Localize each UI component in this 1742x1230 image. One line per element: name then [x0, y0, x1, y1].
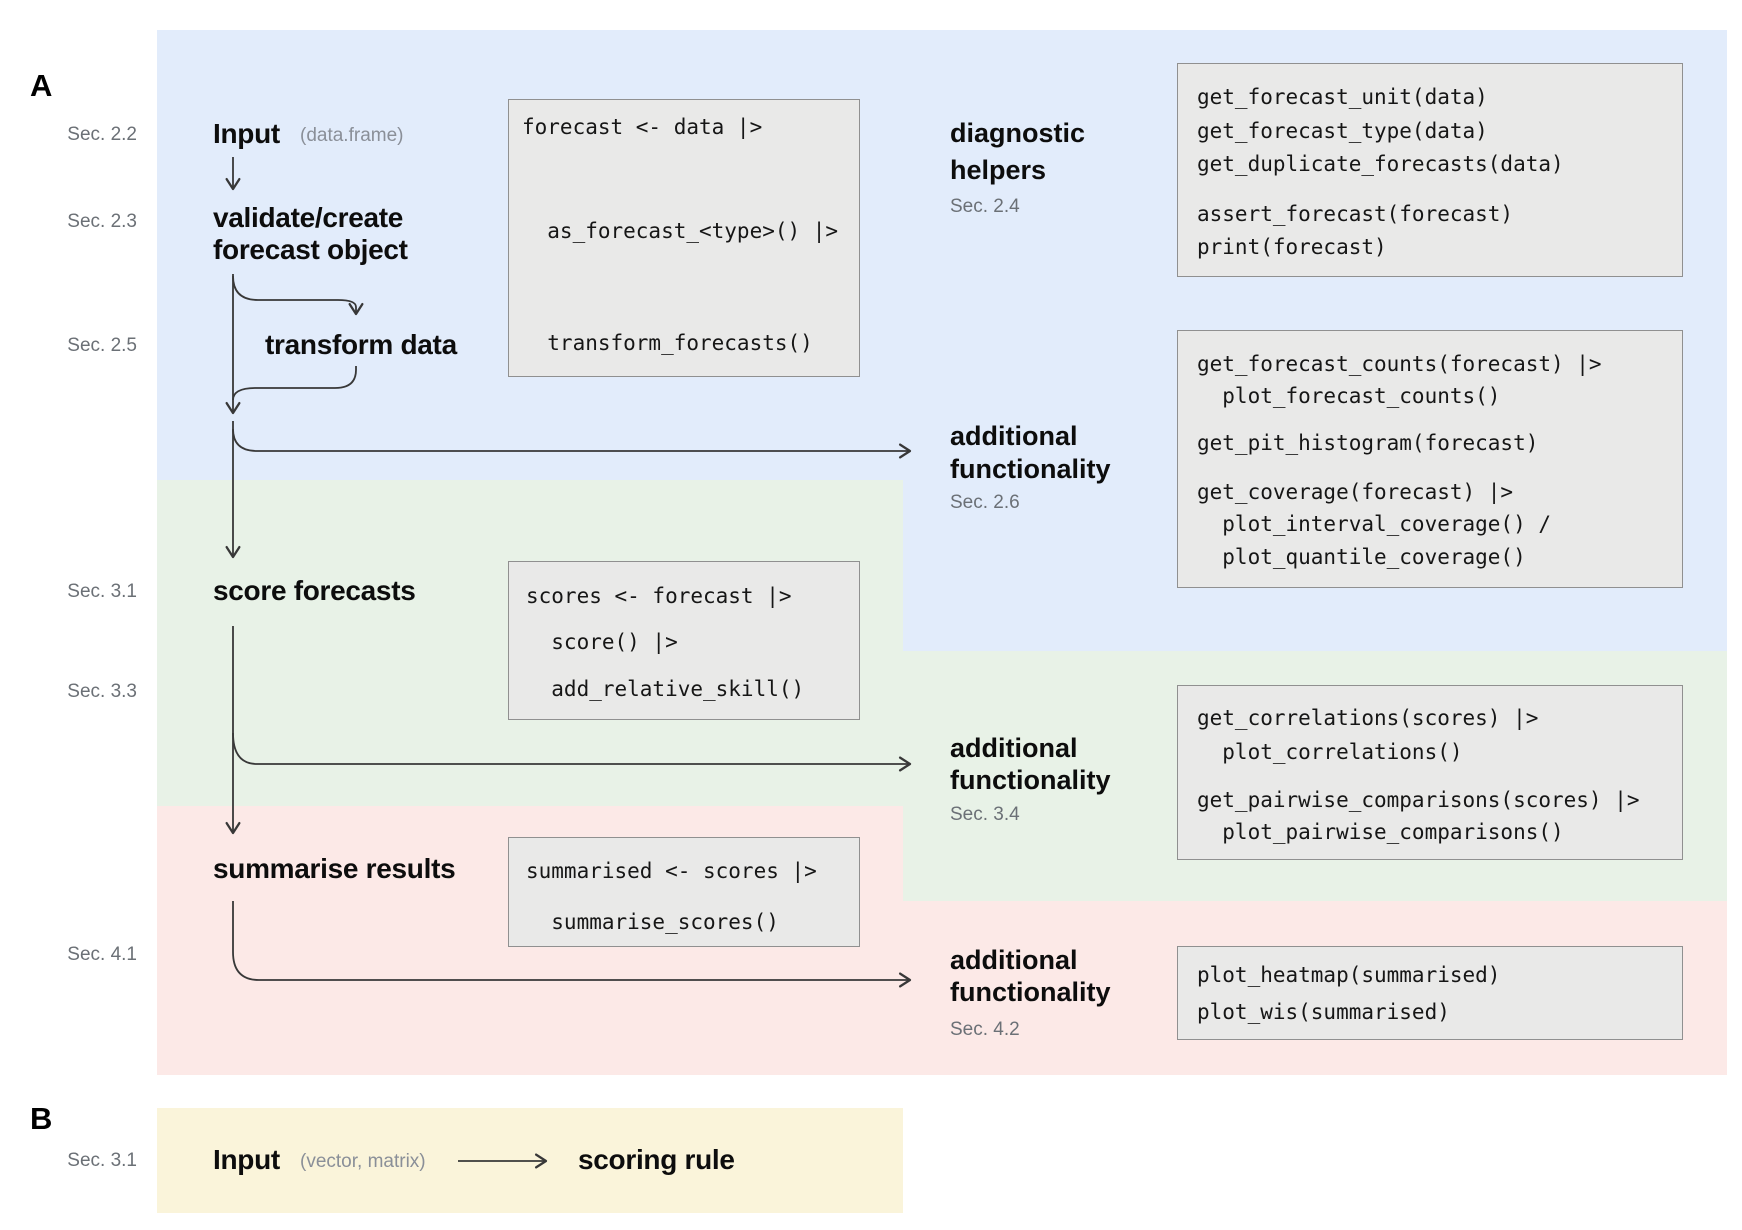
code-line: plot_interval_coverage() /: [1197, 512, 1552, 536]
flow-b-input: Input: [213, 1144, 280, 1175]
code-box-pipeline-validate: [508, 99, 860, 377]
section-label-3-4: Sec. 3.4: [950, 804, 1020, 825]
heading-additional-functionality-42-line1: additional: [950, 945, 1078, 975]
flow-step-transform: transform data: [265, 329, 457, 360]
code-line: forecast <- data |>: [522, 115, 763, 139]
code-line: get_forecast_unit(data): [1197, 85, 1488, 109]
flow-input-type: (data.frame): [300, 125, 404, 146]
flow-step-summarise: summarise results: [213, 853, 456, 884]
heading-diagnostic-helpers-line1: diagnostic: [950, 118, 1086, 148]
code-line: plot_forecast_counts(): [1197, 384, 1501, 408]
code-box-additional-26: [1177, 330, 1683, 588]
code-line: get_coverage(forecast) |>: [1197, 480, 1514, 504]
code-box-diagnostic-helpers: [1177, 63, 1683, 277]
code-line: get_forecast_type(data): [1197, 119, 1488, 143]
code-line: add_relative_skill(): [526, 677, 805, 701]
code-line: scores <- forecast |>: [526, 584, 792, 608]
code-line: get_duplicate_forecasts(data): [1197, 152, 1564, 176]
code-line: assert_forecast(forecast): [1197, 202, 1514, 226]
code-line: print(forecast): [1197, 235, 1387, 259]
heading-diagnostic-helpers-line2: helpers: [950, 155, 1047, 185]
flow-b-input-type: (vector, matrix): [300, 1151, 426, 1172]
code-line: as_forecast_<type>() |>: [522, 219, 839, 243]
code-line: get_pairwise_comparisons(scores) |>: [1197, 788, 1640, 812]
heading-additional-functionality-26-line1: additional: [950, 421, 1078, 451]
panel-a-label: A: [30, 68, 53, 103]
code-line: transform_forecasts(): [522, 331, 813, 355]
flow-step-input: Input: [213, 118, 280, 149]
section-label-2-6: Sec. 2.6: [950, 492, 1020, 513]
section-label-4-1: Sec. 4.1: [67, 944, 137, 965]
section-label-3-3: Sec. 3.3: [67, 681, 137, 702]
code-line: plot_wis(summarised): [1197, 1000, 1450, 1024]
code-line: plot_correlations(): [1197, 740, 1463, 764]
flow-step-validate-line1: validate/create: [213, 202, 404, 233]
section-label-2-2: Sec. 2.2: [67, 124, 137, 145]
code-line: summarised <- scores |>: [526, 859, 817, 883]
heading-additional-functionality-34-line1: additional: [950, 733, 1078, 763]
panel-b-label: B: [30, 1101, 53, 1136]
section-label-2-3: Sec. 2.3: [67, 211, 137, 232]
code-box-pipeline-score: [508, 561, 860, 720]
code-line: score() |>: [526, 630, 678, 654]
section-label-4-2: Sec. 4.2: [950, 1019, 1020, 1040]
code-line: get_correlations(scores) |>: [1197, 706, 1539, 730]
flow-step-score: score forecasts: [213, 575, 416, 606]
code-line: summarise_scores(): [526, 910, 779, 934]
section-label-3-1: Sec. 3.1: [67, 581, 137, 602]
code-line: plot_pairwise_comparisons(): [1197, 820, 1564, 844]
code-box-additional-42: [1177, 946, 1683, 1040]
section-label-b-3-1: Sec. 3.1: [67, 1150, 137, 1171]
heading-additional-functionality-26-line2: functionality: [950, 454, 1111, 484]
section-label-2-4: Sec. 2.4: [950, 196, 1020, 217]
code-line: plot_quantile_coverage(): [1197, 545, 1526, 569]
flow-step-validate-line2: forecast object: [213, 234, 408, 265]
section-label-2-5: Sec. 2.5: [67, 335, 137, 356]
flow-b-scoring-rule: scoring rule: [578, 1144, 735, 1175]
code-line: get_pit_histogram(forecast): [1197, 431, 1539, 455]
code-line: plot_heatmap(summarised): [1197, 963, 1501, 987]
heading-additional-functionality-34-line2: functionality: [950, 765, 1111, 795]
code-box-additional-34: [1177, 685, 1683, 860]
heading-additional-functionality-42-line2: functionality: [950, 977, 1111, 1007]
code-line: get_forecast_counts(forecast) |>: [1197, 352, 1602, 376]
